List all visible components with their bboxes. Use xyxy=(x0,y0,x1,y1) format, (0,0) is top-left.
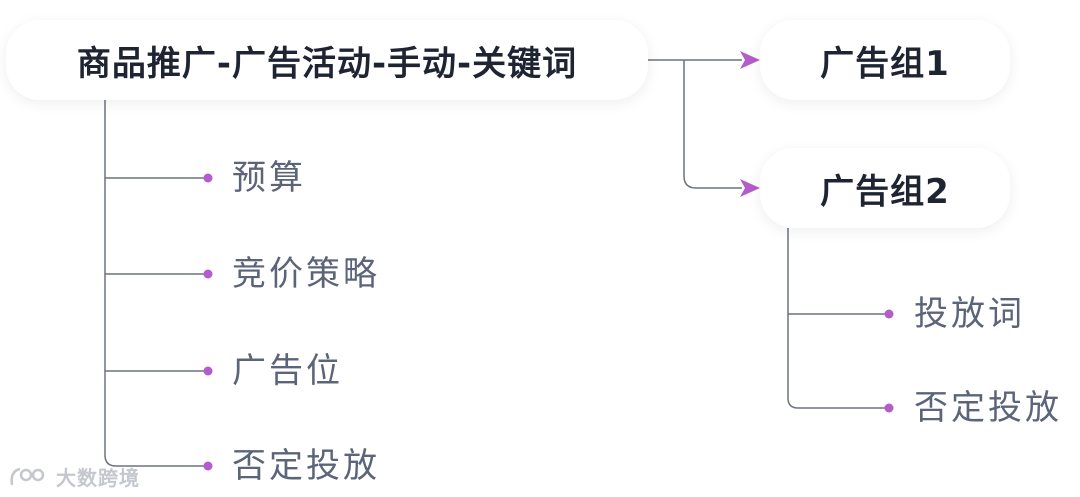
group2-trunk-line xyxy=(787,228,886,409)
ad-group-2-node: 广告组2 xyxy=(760,148,1010,228)
dot-budget xyxy=(203,173,213,183)
root-trunk-line xyxy=(104,100,206,467)
arrow-group1 xyxy=(740,51,760,69)
dot-keywords xyxy=(884,309,894,319)
watermark: 大数跨境 xyxy=(8,462,140,491)
ad-group-1-label: 广告组1 xyxy=(820,43,950,84)
dot-placement xyxy=(203,366,213,376)
ad-group-2-label: 广告组2 xyxy=(820,171,950,212)
leaf-group2-negative-targeting: 否定投放 xyxy=(914,388,1062,428)
root-node-label: 商品推广-广告活动-手动-关键词 xyxy=(76,43,578,84)
root-node: 商品推广-广告活动-手动-关键词 xyxy=(6,20,648,100)
watermark-logo-icon xyxy=(10,467,45,485)
leaf-placement: 广告位 xyxy=(232,351,343,391)
watermark-text: 大数跨境 xyxy=(56,466,140,490)
ad-group-1-node: 广告组1 xyxy=(760,20,1010,100)
leaf-negative-targeting: 否定投放 xyxy=(232,446,380,486)
leaf-keywords: 投放词 xyxy=(914,294,1025,334)
leaf-budget: 预算 xyxy=(232,158,306,198)
arrow-group2 xyxy=(740,179,760,197)
dot-bid-strategy xyxy=(203,269,213,279)
dot-negative-targeting xyxy=(203,461,213,471)
dot-group2-negative xyxy=(884,403,894,413)
link-root-group2 xyxy=(683,60,742,189)
leaf-bid-strategy: 竞价策略 xyxy=(232,254,380,294)
